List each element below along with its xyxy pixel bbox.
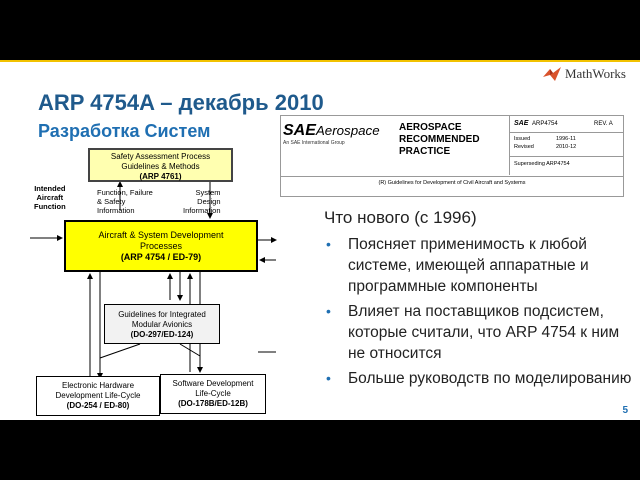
- safety-box-ref: (ARP 4761): [139, 172, 182, 181]
- system-line1: System: [195, 188, 221, 197]
- bullet-icon: •: [326, 236, 331, 252]
- sw-box-line2: Life-Cycle: [195, 389, 231, 398]
- top-accent-line: [0, 60, 640, 62]
- system-line2: Design: [197, 197, 221, 206]
- sae-aerospace-logo: SAEAerospace: [283, 122, 380, 140]
- bullet-icon: •: [326, 370, 331, 386]
- slide: MathWorks ARP 4754A – декабрь 2010 Разра…: [0, 60, 640, 420]
- diagram-connectors: [30, 181, 277, 379]
- sae-footer: (R) Guidelines for Development of Civil …: [281, 176, 623, 186]
- safety-box-line1: Safety Assessment Process: [110, 152, 211, 161]
- safety-assessment-box: Safety Assessment Process Guidelines & M…: [88, 148, 233, 182]
- whats-new-list: • Поясняет применимость к любой системе, …: [322, 234, 632, 393]
- bullet-text: Поясняет применимость к любой системе, и…: [348, 236, 589, 295]
- dev-box-ref: (ARP 4754 / ED-79): [120, 252, 202, 262]
- slide-title: ARP 4754A – декабрь 2010: [38, 90, 324, 115]
- intended-function-label: Intended Aircraft Function: [34, 184, 66, 211]
- intended-line1: Intended: [34, 184, 66, 193]
- sae-document-header: SAEAerospace An SAE International Group …: [280, 115, 624, 197]
- sae-doc-info: SAE ARP4754 REV. A Issued 1996-11 Revise…: [509, 116, 624, 175]
- intended-line2: Aircraft: [36, 193, 64, 202]
- hw-box-line1: Electronic Hardware: [61, 381, 135, 390]
- ima-box-ref: (DO-297/ED-124): [130, 330, 194, 339]
- intended-line3: Function: [34, 202, 66, 211]
- dev-box-line2: Processes: [139, 241, 183, 251]
- brand-name: MathWorks: [564, 66, 626, 81]
- function-failure-label: Function, Failure & Safety Information: [97, 188, 153, 215]
- sw-box-ref: (DO-178B/ED-12B): [178, 399, 248, 408]
- hw-box-ref: (DO-254 / ED-80): [66, 401, 130, 410]
- system-line3: Information: [183, 206, 221, 215]
- ima-box-line1: Guidelines for Integrated: [118, 310, 206, 319]
- sae-heading: AEROSPACE RECOMMENDED PRACTICE: [399, 122, 480, 158]
- list-item: • Влияет на поставщиков подсистем, которы…: [322, 301, 632, 364]
- sae-issued-label: Issued: [514, 136, 531, 142]
- sae-doc-id: ARP4754: [532, 121, 558, 127]
- safety-box-line2: Guidelines & Methods: [121, 162, 200, 171]
- ima-guidelines-box: Guidelines for Integrated Modular Avioni…: [104, 304, 220, 344]
- sae-heading-line3: PRACTICE: [399, 146, 451, 157]
- function-line3: Information: [97, 206, 135, 215]
- dev-box-line1: Aircraft & System Development: [98, 230, 224, 240]
- sae-issued-value: 1996-11: [556, 136, 576, 142]
- sae-revised-value: 2010-12: [556, 144, 577, 150]
- sae-heading-line1: AEROSPACE: [399, 122, 462, 133]
- sae-heading-line2: RECOMMENDED: [399, 134, 480, 145]
- system-design-label: System Design Information: [183, 188, 221, 215]
- whats-new-heading: Что нового (с 1996): [324, 208, 477, 227]
- ima-box-line2: Modular Avionics: [131, 320, 193, 329]
- list-item: • Поясняет применимость к любой системе, …: [322, 234, 632, 297]
- function-line1: Function, Failure: [97, 188, 153, 197]
- page-number: 5: [622, 405, 628, 416]
- software-lifecycle-box: Software Development Life-Cycle (DO-178B…: [160, 374, 266, 414]
- sw-box-line1: Software Development: [172, 379, 254, 388]
- sae-logo-rest: Aerospace: [315, 123, 380, 138]
- function-line2: & Safety: [97, 197, 126, 206]
- hw-box-line2: Development Life-Cycle: [55, 391, 141, 400]
- hardware-lifecycle-box: Electronic Hardware Development Life-Cyc…: [36, 376, 160, 416]
- mathworks-logo: MathWorks: [542, 66, 626, 82]
- sae-logo-main: SAE: [283, 122, 316, 139]
- membrane-icon: [542, 67, 561, 81]
- sae-rev: REV. A: [594, 121, 613, 127]
- bullet-text: Влияет на поставщиков подсистем, которые…: [348, 303, 620, 362]
- list-item: • Больше руководств по моделированию: [322, 368, 632, 389]
- development-processes-box: Aircraft & System Development Processes …: [64, 220, 258, 272]
- sae-logo-subtitle: An SAE International Group: [283, 140, 345, 146]
- slide-subtitle: Разработка Систем: [38, 121, 211, 141]
- bullet-icon: •: [326, 303, 331, 319]
- sae-revised-label: Revised: [514, 144, 534, 150]
- sae-superseding: Superseding ARP4754: [514, 161, 570, 167]
- sae-small-logo: SAE: [514, 120, 529, 127]
- bullet-text: Больше руководств по моделированию: [348, 370, 632, 387]
